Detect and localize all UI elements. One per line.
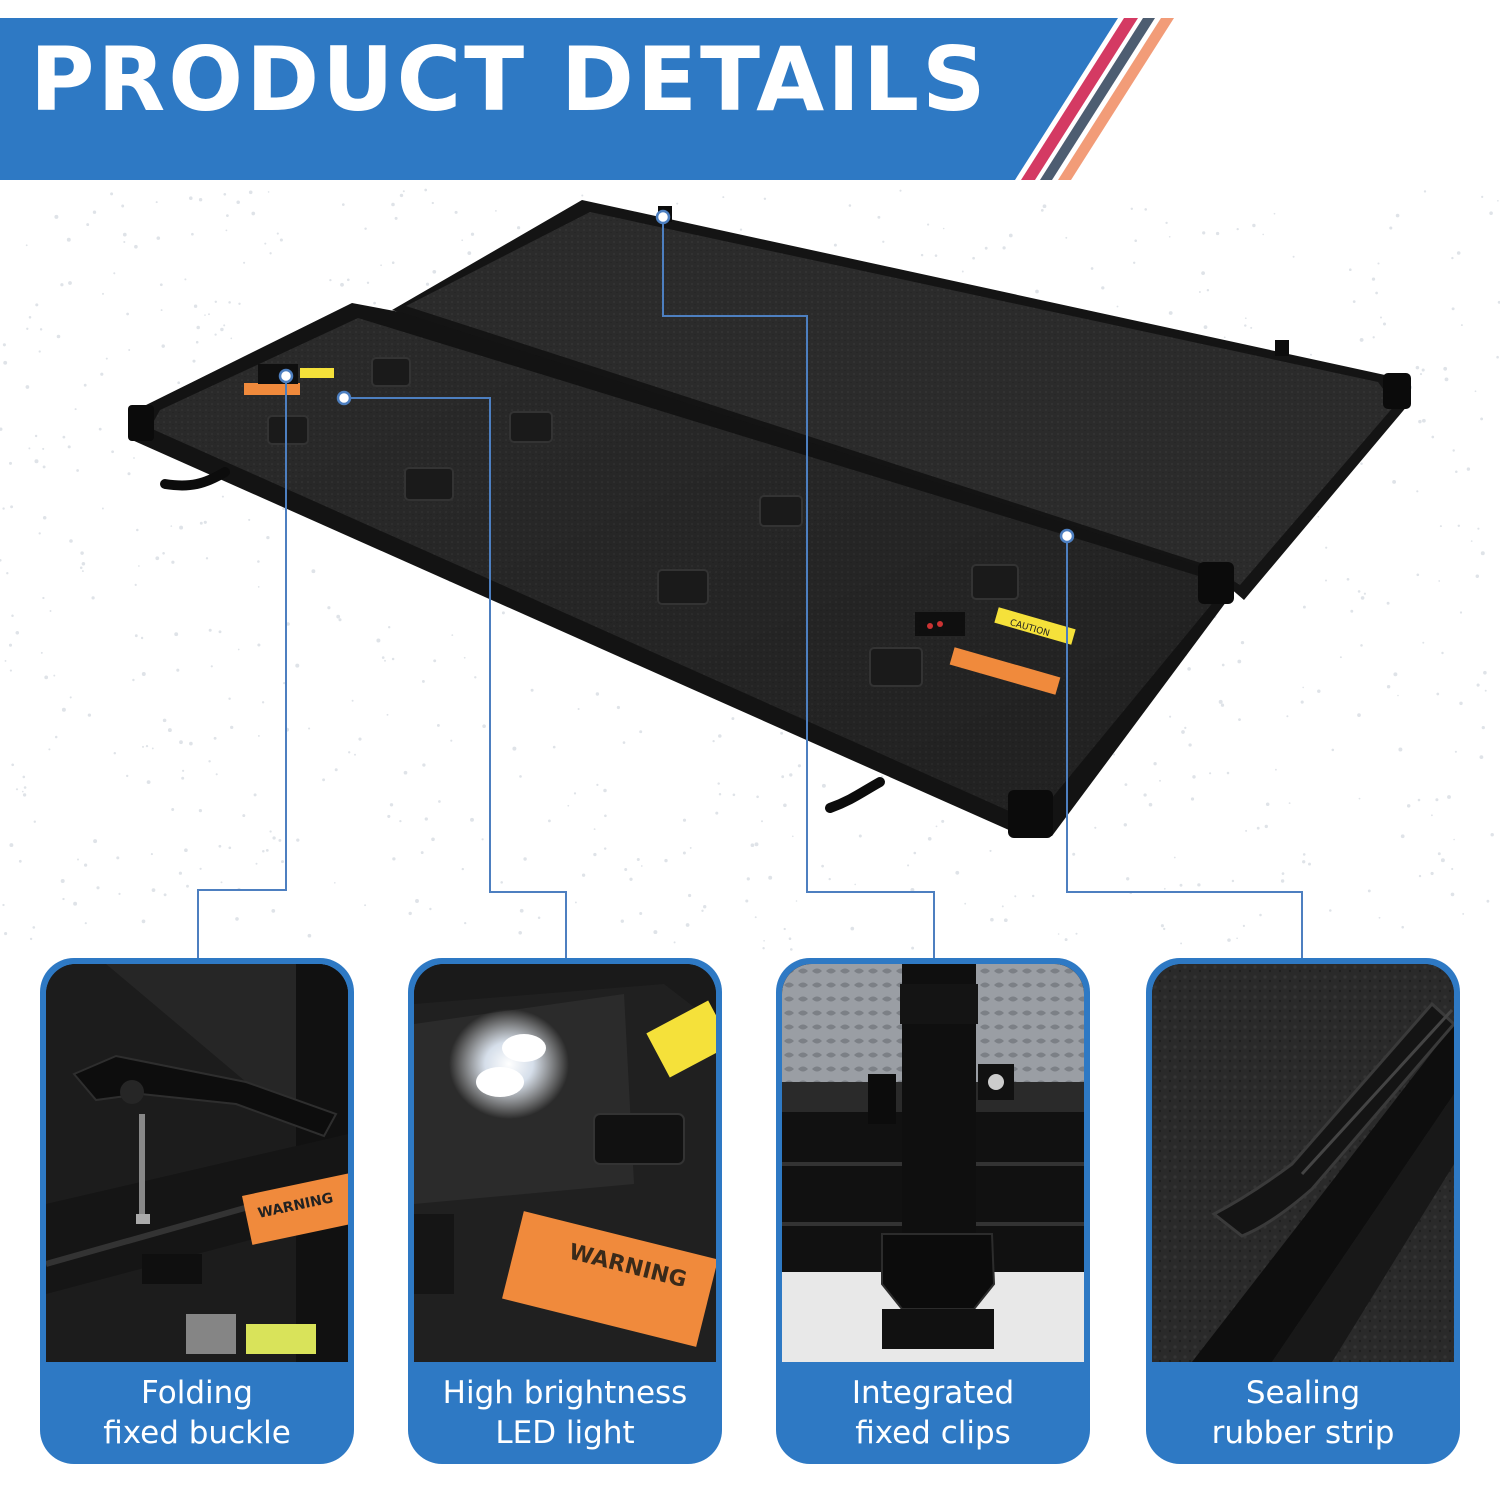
feature-caption: Sealing rubber strip — [1146, 1368, 1460, 1458]
feature-card-folding-buckle: WARNING Folding fixed buckle — [40, 958, 354, 1464]
header-stripe-gray — [1040, 18, 1155, 180]
feature-caption-line2: rubber strip — [1211, 1415, 1395, 1451]
feature-caption-line2: fixed clips — [855, 1415, 1011, 1451]
callout-lines — [197, 217, 1303, 958]
feature-caption-line1: Folding — [141, 1375, 253, 1411]
callout-dots — [278, 209, 1075, 544]
header-band-shape — [0, 18, 1118, 180]
feature-card-rubber-strip: Sealing rubber strip — [1146, 958, 1460, 1464]
header-stripe-pink — [1021, 18, 1138, 180]
folding-buckle-photo: WARNING — [46, 964, 348, 1362]
header-band — [0, 18, 1174, 180]
rubber-strip-photo — [1152, 964, 1454, 1362]
header-stripe-salmon — [1058, 18, 1174, 180]
panel-corner-caps — [128, 373, 1411, 838]
feature-card-led-light: WARNING High brightness LED light — [408, 958, 722, 1464]
feature-caption: Folding fixed buckle — [40, 1368, 354, 1458]
page-title: PRODUCT DETAILS — [30, 28, 989, 131]
feature-caption-line1: Sealing — [1245, 1375, 1361, 1411]
feature-caption: High brightness LED light — [408, 1368, 722, 1458]
tonneau-back-panel — [392, 200, 1408, 600]
feature-caption-line2: fixed buckle — [103, 1415, 291, 1451]
fixed-clip-photo — [782, 964, 1084, 1362]
feature-card-fixed-clips: Integrated fixed clips — [776, 958, 1090, 1464]
feature-caption-line1: High brightness — [442, 1375, 688, 1411]
feature-caption: Integrated fixed clips — [776, 1368, 1090, 1458]
feature-caption-line2: LED light — [495, 1415, 635, 1451]
panel-straps — [160, 467, 885, 813]
feature-caption-line1: Integrated — [851, 1375, 1015, 1411]
foam-pads — [267, 357, 1019, 687]
led-light-photo: WARNING — [414, 964, 716, 1362]
